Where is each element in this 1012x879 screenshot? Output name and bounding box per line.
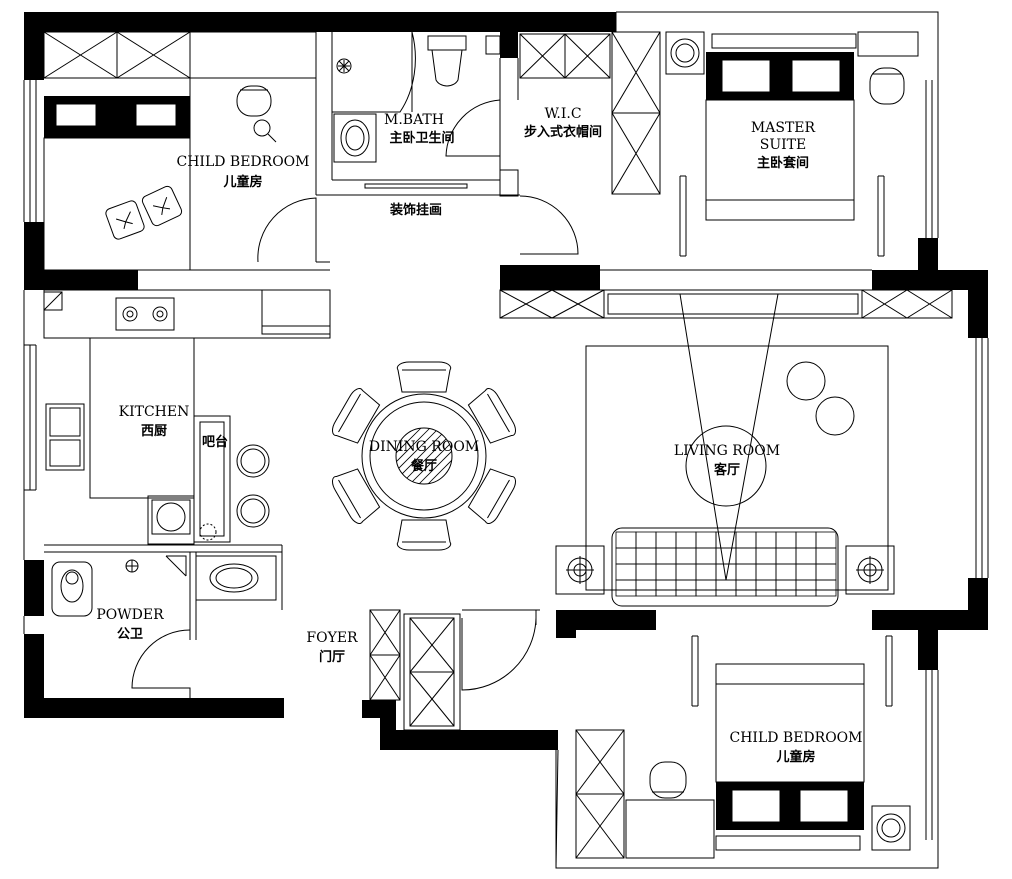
decor-painting-label: 装饰挂画 [389,202,442,218]
powder-label: POWDER [96,607,164,623]
living-room: LIVING ROOM 客厅 [499,289,953,607]
walk-in-closet: W.I.C 步入式衣帽间 [485,31,661,195]
master-suite: MASTER SUITE 主卧套间 [665,31,919,257]
living-room-label-zh: 客厅 [714,462,740,478]
sofa-cushion-grid [615,531,837,597]
powder-room: POWDER 公卫 [51,555,277,698]
master-suite-label-zh: 主卧套间 [757,155,809,171]
dining-chairs [332,361,516,551]
living-room-label: LIVING ROOM [674,443,780,459]
master-suite-label-2: SUITE [760,137,806,153]
foyer-label-zh: 门厅 [319,649,345,665]
wic-label: W.I.C [544,106,581,122]
dining-chair [332,468,381,525]
dining-chair [332,387,381,444]
dining-chair [467,468,516,525]
kitchen-label: KITCHEN [119,404,190,420]
child-bedroom-2-label: CHILD BEDROOM [730,730,863,746]
dining-chair [467,387,516,444]
child-bedroom-1: CHILD BEDROOM 儿童房 [43,31,330,271]
child-bedroom-2: CHILD BEDROOM 儿童房 [575,635,911,859]
master-bath-label: M.BATH [384,112,444,128]
master-bath: M.BATH 主卧卫生间 [332,31,501,163]
dining-room-label: DINING ROOM [369,439,479,455]
child-bedroom-1-label: CHILD BEDROOM [177,154,310,170]
windows [24,80,983,840]
kitchen: KITCHEN 西厨 吧台 [43,289,331,545]
foyer-label: FOYER [306,630,358,646]
dining-room: DINING ROOM 餐厅 [332,361,516,551]
master-suite-label-1: MASTER [751,120,816,136]
walls [24,12,988,750]
dining-room-label-zh: 餐厅 [410,458,437,474]
foyer: FOYER 门厅 [306,609,537,731]
master-bath-label-zh: 主卧卫生间 [389,130,454,146]
kitchen-label-zh: 西厨 [141,424,167,439]
child-bedroom-2-label-zh: 儿童房 [775,749,815,765]
hallway: 装饰挂画 [364,169,579,255]
child-bedroom-1-label-zh: 儿童房 [222,174,262,190]
powder-label-zh: 公卫 [117,627,143,642]
dining-chair [396,519,452,551]
wic-label-zh: 步入式衣帽间 [524,124,602,140]
dining-chair [396,361,452,393]
bar-label-zh: 吧台 [202,434,228,450]
